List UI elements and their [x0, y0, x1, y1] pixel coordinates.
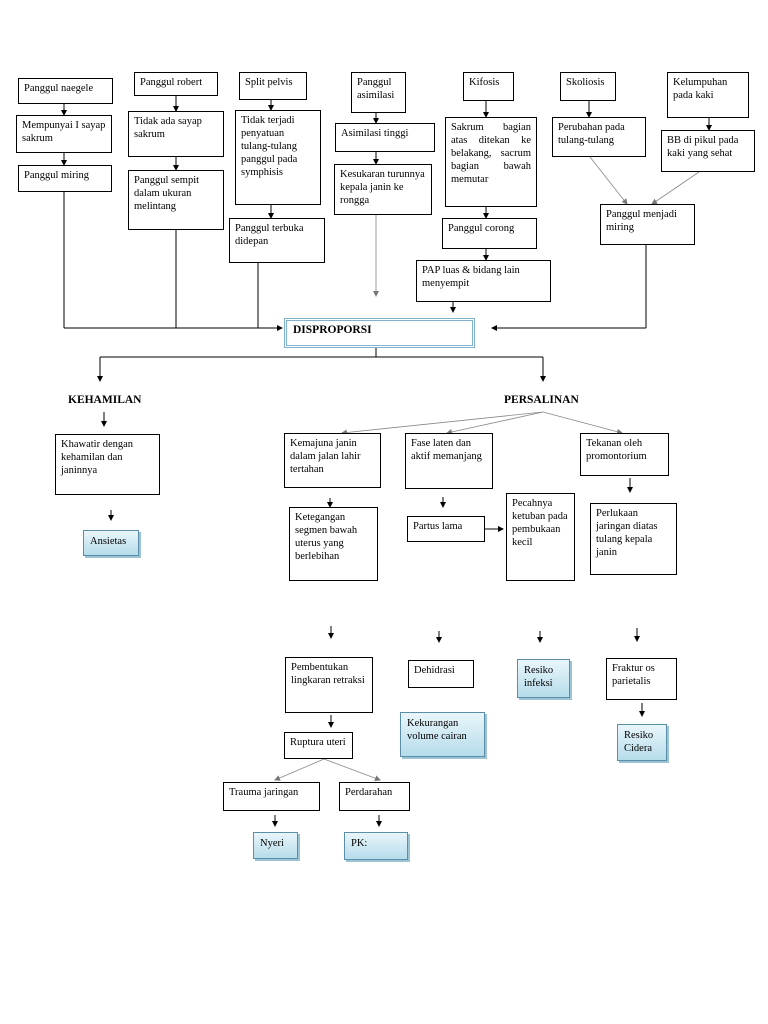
branch-kehamilan: KEHAMILAN — [68, 394, 142, 406]
node-sakrum-ditekan: Sakrum bagian atas ditekan ke belakang, … — [445, 117, 537, 207]
node-disproporsi: DISPROPORSI — [284, 318, 475, 348]
diagnosis-resiko-infeksi: Resiko infeksi — [517, 659, 570, 698]
node-skoliosis: Skoliosis — [560, 72, 616, 101]
node-panggul-sempit: Panggul sempit dalam ukuran melintang — [128, 170, 224, 230]
arrow — [323, 758, 381, 782]
node-mempunyai-sayap: Mempunyai I sayap sakrum — [16, 115, 112, 153]
node-perlukaan-jaringan: Perlukaan jaringan diatas tulang kepala … — [590, 503, 677, 575]
arrow — [341, 411, 544, 436]
arrow — [274, 758, 325, 781]
node-ketegangan-segmen: Ketegangan segmen bawah uterus yang berl… — [289, 507, 378, 581]
node-panggul-terbuka: Panggul terbuka didepan — [229, 218, 325, 263]
node-pecahnya-ketuban: Pecahnya ketuban pada pembukaan kecil — [506, 493, 575, 581]
node-panggul-robert: Panggul robert — [134, 72, 218, 96]
diagnosis-pk: PK: — [344, 832, 408, 860]
node-panggul-menjadi-miring: Panggul menjadi miring — [600, 204, 695, 245]
node-panggul-corong: Panggul corong — [442, 218, 537, 249]
arrow — [542, 411, 623, 435]
node-kemajuan-janin: Kemajuna janin dalam jalan lahir tertaha… — [284, 433, 381, 488]
node-fraktur-parietalis: Fraktur os parietalis — [606, 658, 677, 700]
node-perdarahan: Perdarahan — [339, 782, 410, 811]
node-kifosis: Kifosis — [463, 72, 514, 101]
diagnosis-nyeri: Nyeri — [253, 832, 298, 859]
arrow — [651, 171, 700, 205]
node-split-pelvis: Split pelvis — [239, 72, 307, 100]
node-pembentukan-lingkaran: Pembentukan lingkaran retraksi — [285, 657, 373, 713]
diagnosis-ansietas: Ansietas — [83, 530, 139, 556]
node-tidak-ada-sayap: Tidak ada sayap sakrum — [128, 111, 224, 157]
node-panggul-asimilasi: Panggul asimilasi — [351, 72, 406, 113]
node-pap-luas: PAP luas & bidang lain menyempit — [416, 260, 551, 302]
diagnosis-resiko-cidera: Resiko Cidera — [617, 724, 667, 761]
node-tidak-terjadi-penyatuan: Tidak terjadi penyatuan tulang-tulang pa… — [235, 110, 321, 205]
node-bb-dipikul: BB di pikul pada kaki yang sehat — [661, 130, 755, 172]
node-partus-lama: Partus lama — [407, 516, 485, 542]
node-trauma-jaringan: Trauma jaringan — [223, 782, 320, 811]
node-fase-laten: Fase laten dan aktif memanjang — [405, 433, 493, 489]
node-dehidrasi: Dehidrasi — [408, 660, 474, 688]
branch-persalinan: PERSALINAN — [504, 394, 579, 406]
node-perubahan-tulang: Perubahan pada tulang-tulang — [552, 117, 646, 157]
node-ruptura-uteri: Ruptura uteri — [284, 732, 353, 759]
node-kelumpuhan-kaki: Kelumpuhan pada kaki — [667, 72, 749, 118]
node-asimilasi-tinggi: Asimilasi tinggi — [335, 123, 435, 152]
node-kesukaran-turunnya: Kesukaran turunnya kepala janin ke rongg… — [334, 164, 432, 215]
diagnosis-kekurangan-volume: Kekurangan volume cairan — [400, 712, 485, 757]
arrow — [446, 411, 544, 435]
node-panggul-miring: Panggul miring — [18, 165, 112, 192]
node-panggul-naegele: Panggul naegele — [18, 78, 113, 104]
node-khawatir: Khawatir dengan kehamilan dan janinnya — [55, 434, 160, 495]
node-tekanan-promontorium: Tekanan oleh promontorium — [580, 433, 669, 476]
arrow — [589, 156, 628, 205]
